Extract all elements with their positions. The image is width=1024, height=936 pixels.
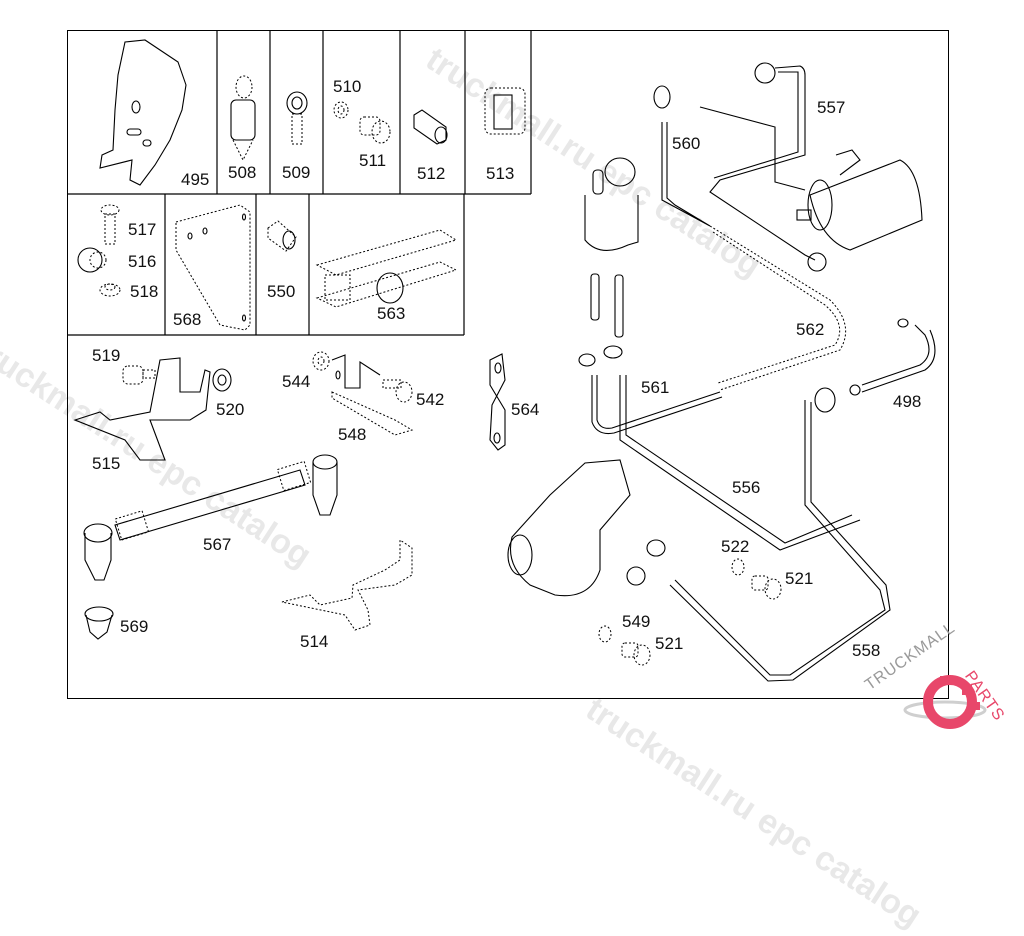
part-520-grommet — [212, 368, 232, 392]
part-511-bolt — [359, 116, 391, 144]
callout-512: 512 — [417, 164, 446, 183]
part-549-washer — [598, 625, 612, 643]
part-522-washer — [731, 558, 745, 576]
callout-515: 515 — [92, 454, 121, 473]
callout-517: 517 — [128, 220, 157, 239]
callout-521: 521 — [655, 634, 684, 653]
part-557-pipe — [709, 62, 827, 272]
part-515-bracket — [73, 357, 211, 461]
part-516-clamp — [77, 247, 107, 273]
callout-521: 521 — [785, 569, 814, 588]
part-leader-line — [699, 106, 806, 191]
part-gearbox-servo — [507, 459, 631, 597]
callout-544: 544 — [282, 372, 311, 391]
parts-drawing — [67, 30, 987, 729]
part-558-pipe — [669, 387, 891, 682]
callout-558: 558 — [852, 641, 881, 660]
callout-511: 511 — [359, 151, 387, 170]
part-509-banjo — [286, 91, 308, 145]
callout-568: 568 — [173, 310, 202, 329]
callout-564: 564 — [511, 400, 540, 419]
callout-556: 556 — [732, 478, 761, 497]
callout-562: 562 — [796, 320, 825, 339]
part-544-washer — [312, 351, 330, 371]
part-561-pipe — [591, 375, 723, 435]
callout-563: 563 — [377, 304, 406, 323]
callout-495: 495 — [181, 170, 210, 189]
part-568-bracket-plate — [175, 204, 251, 331]
callout-567: 567 — [203, 535, 232, 554]
callout-560: 560 — [672, 134, 701, 153]
part-banjo-pipes — [626, 539, 666, 586]
callout-557: 557 — [817, 98, 846, 117]
callout-548: 548 — [338, 425, 367, 444]
parts-diagram: truckmall.ru epc catalog truckmall.ru ep… — [0, 30, 1008, 935]
callout-513: 513 — [486, 164, 515, 183]
callout-510: 510 — [333, 77, 362, 96]
part-fluid-reservoir — [578, 157, 639, 367]
part-519-bolt — [122, 365, 156, 385]
gear-icon — [903, 675, 987, 729]
part-498-hose — [849, 318, 936, 396]
callout-549: 549 — [622, 612, 651, 631]
part-542-bolt — [382, 379, 413, 403]
callout-518: 518 — [130, 282, 159, 301]
part-521-bolt-b — [621, 642, 651, 666]
part-563-hinge — [315, 229, 458, 308]
callout-522: 522 — [721, 537, 750, 556]
part-550-bushing — [267, 220, 297, 252]
part-clutch-servo-cylinder — [796, 149, 923, 251]
part-560-pipe — [653, 85, 711, 227]
callout-498: 498 — [893, 392, 922, 411]
part-562-hose — [709, 225, 847, 391]
callout-550: 550 — [267, 282, 296, 301]
part-513-clip — [484, 87, 526, 135]
part-518-grommet — [99, 283, 121, 297]
callout-516: 516 — [128, 252, 157, 271]
callout-514: 514 — [300, 632, 329, 651]
callout-509: 509 — [282, 163, 311, 182]
inset-grid — [67, 30, 532, 336]
part-569-boot — [84, 606, 114, 640]
part-512-spacer — [413, 109, 448, 145]
callout-542: 542 — [416, 390, 445, 409]
callout-561: 561 — [641, 378, 670, 397]
part-548-bracket — [331, 354, 414, 436]
part-517-bolt — [100, 204, 120, 245]
part-564-strap — [489, 353, 506, 451]
part-510-washer — [333, 101, 349, 119]
part-556-pipe — [619, 375, 861, 551]
diagram-frame — [67, 30, 949, 699]
part-514-bracket — [281, 539, 413, 631]
part-495-cover — [99, 39, 187, 186]
callout-520: 520 — [216, 400, 245, 419]
callout-569: 569 — [120, 617, 149, 636]
part-521-bolt-a — [751, 575, 782, 600]
part-567-drag-link — [83, 454, 338, 581]
callout-519: 519 — [92, 346, 121, 365]
part-508-valve — [230, 75, 256, 162]
callout-508: 508 — [228, 163, 257, 182]
